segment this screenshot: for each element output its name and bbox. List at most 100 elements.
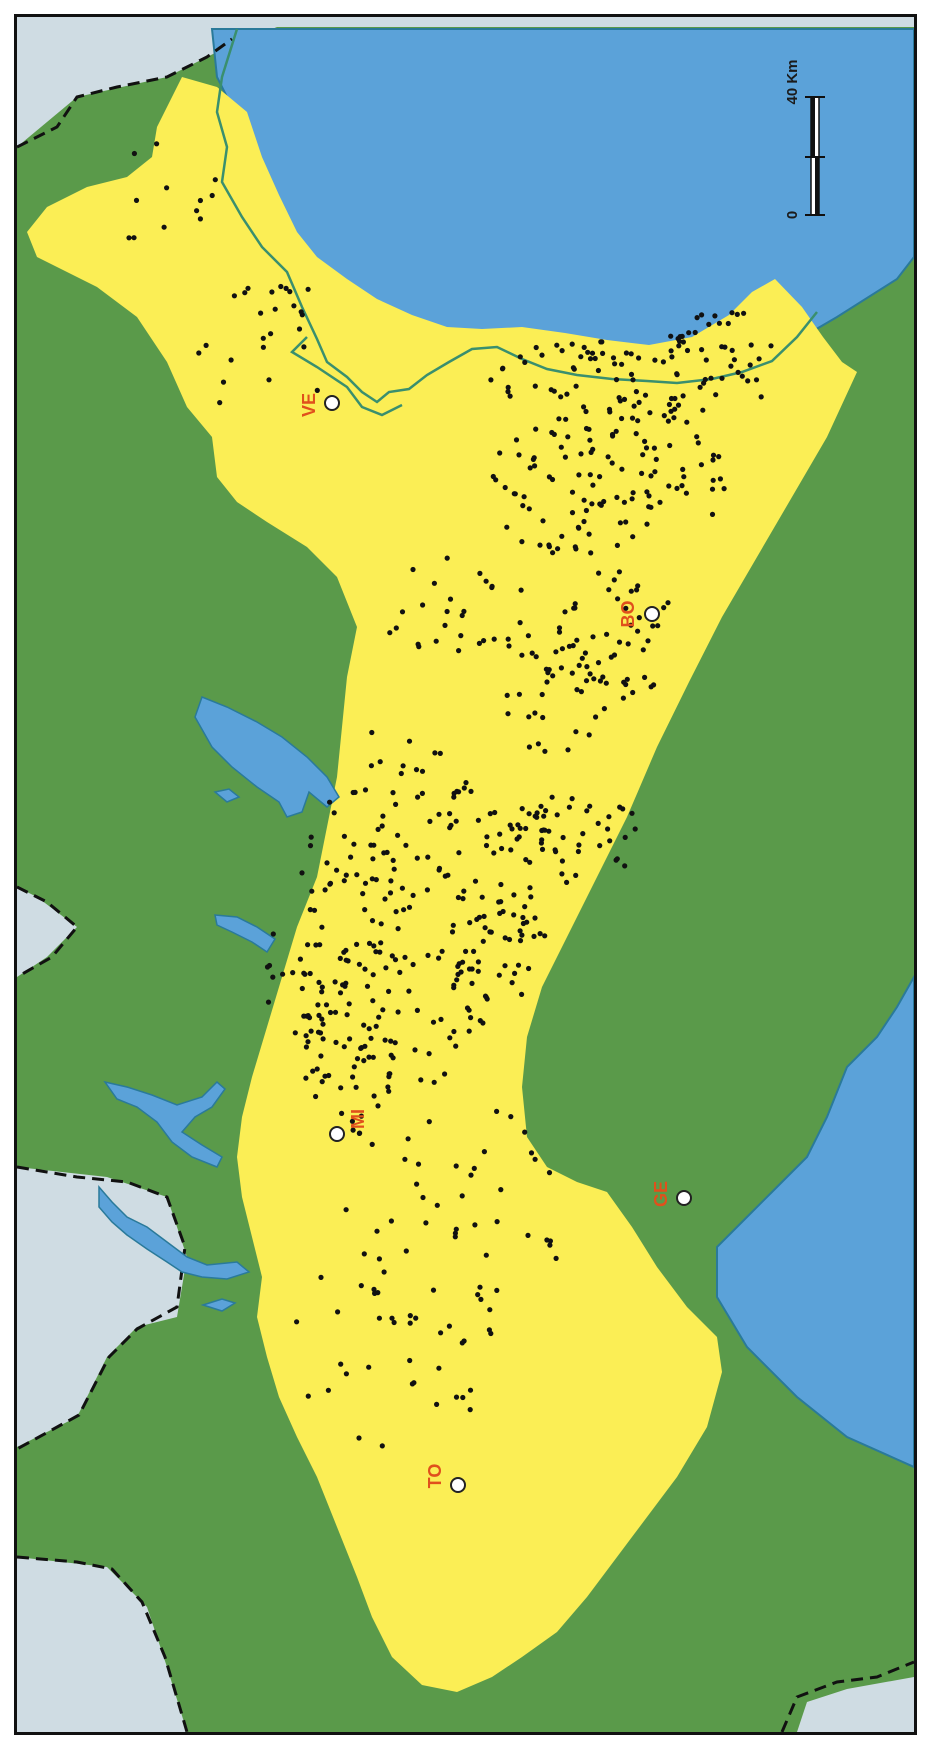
site-dot xyxy=(494,1108,500,1114)
site-dot xyxy=(299,870,305,876)
site-dot xyxy=(390,1055,396,1061)
site-dot xyxy=(471,1165,477,1171)
site-dot xyxy=(351,841,357,847)
site-dot xyxy=(453,1394,460,1400)
site-dot xyxy=(587,671,593,677)
site-dot xyxy=(439,948,445,954)
site-dot xyxy=(571,366,577,372)
site-dot xyxy=(341,878,347,884)
site-dot xyxy=(318,1274,324,1280)
site-dot xyxy=(326,1072,332,1079)
city-ve-label: VE xyxy=(299,393,319,417)
site-dot xyxy=(528,1150,535,1156)
site-dot xyxy=(555,546,561,552)
site-dot xyxy=(676,343,682,349)
site-dot xyxy=(657,499,663,505)
site-dot xyxy=(407,1313,413,1319)
site-dot xyxy=(620,695,627,701)
site-dot xyxy=(532,710,538,716)
site-dot xyxy=(366,1054,372,1060)
site-dot xyxy=(642,392,649,398)
site-dot xyxy=(526,744,532,750)
city-bo[interactable]: BO xyxy=(618,601,660,628)
site-dot xyxy=(415,794,421,800)
site-dot xyxy=(468,788,474,795)
site-dot xyxy=(269,289,275,295)
site-dot xyxy=(461,608,467,615)
site-dot xyxy=(351,1064,357,1070)
site-dot xyxy=(642,674,648,681)
site-dot xyxy=(469,980,475,987)
site-dot xyxy=(389,1315,395,1321)
site-dot xyxy=(133,197,140,203)
site-dot xyxy=(665,418,672,424)
city-mi-marker[interactable] xyxy=(329,1126,345,1142)
site-dot xyxy=(361,1022,367,1028)
site-dot xyxy=(621,679,627,685)
site-dot xyxy=(391,1319,397,1326)
scale-bar: 0 40 Km xyxy=(784,59,825,219)
site-dot xyxy=(519,991,525,998)
site-dot xyxy=(631,403,637,409)
site-dot xyxy=(566,804,573,810)
site-dot xyxy=(519,932,525,938)
site-dot xyxy=(587,803,593,809)
city-mi[interactable]: MI xyxy=(329,1109,368,1142)
site-dot xyxy=(527,885,533,891)
city-ge[interactable]: GE xyxy=(651,1181,692,1207)
city-bo-marker[interactable] xyxy=(644,606,660,622)
site-dot xyxy=(679,483,685,489)
site-dot xyxy=(472,1222,478,1228)
site-dot xyxy=(381,1269,387,1275)
site-dot xyxy=(546,542,552,548)
border-line-top xyxy=(17,37,233,149)
site-dot xyxy=(378,921,384,927)
site-dot xyxy=(576,472,582,478)
site-dot xyxy=(563,416,569,422)
site-dot xyxy=(400,763,406,769)
site-dot xyxy=(628,371,635,377)
city-ve[interactable]: VE xyxy=(299,393,340,417)
site-dot xyxy=(477,570,483,577)
city-ge-marker[interactable] xyxy=(676,1190,692,1206)
site-dot xyxy=(412,1047,418,1053)
site-dot xyxy=(483,1252,489,1258)
site-dot xyxy=(573,383,579,389)
site-dot xyxy=(636,399,642,405)
site-dot xyxy=(522,359,528,365)
site-dot xyxy=(546,474,553,480)
site-dot xyxy=(686,330,692,336)
site-dot xyxy=(413,1315,419,1321)
city-ve-marker[interactable] xyxy=(324,395,340,411)
site-dot xyxy=(582,650,589,656)
site-dot xyxy=(713,392,719,398)
border-line-swiss xyxy=(17,885,80,979)
site-dot xyxy=(523,825,529,832)
site-dot xyxy=(203,342,209,348)
site-dot xyxy=(710,452,717,458)
site-dot xyxy=(459,612,465,619)
site-dot xyxy=(586,732,592,738)
site-dot xyxy=(467,1387,474,1393)
site-dot xyxy=(343,980,349,986)
site-dot xyxy=(431,1079,437,1085)
site-dot xyxy=(679,333,685,339)
site-dot xyxy=(531,933,537,940)
site-dot xyxy=(684,347,691,354)
site-dot xyxy=(716,320,723,326)
site-dot xyxy=(669,354,675,360)
site-dot xyxy=(475,1292,481,1298)
site-dot xyxy=(361,1251,367,1257)
site-dot xyxy=(307,843,314,849)
site-dot xyxy=(419,790,425,797)
site-dot xyxy=(668,395,675,402)
site-dot xyxy=(546,1170,553,1176)
site-dot xyxy=(299,985,305,992)
site-dot xyxy=(539,691,545,698)
site-dot xyxy=(578,354,584,360)
site-dot xyxy=(483,842,490,849)
city-to-marker[interactable] xyxy=(450,1477,466,1493)
site-dot xyxy=(314,1066,320,1072)
city-to[interactable]: TO xyxy=(425,1464,466,1493)
site-dot xyxy=(630,689,636,696)
